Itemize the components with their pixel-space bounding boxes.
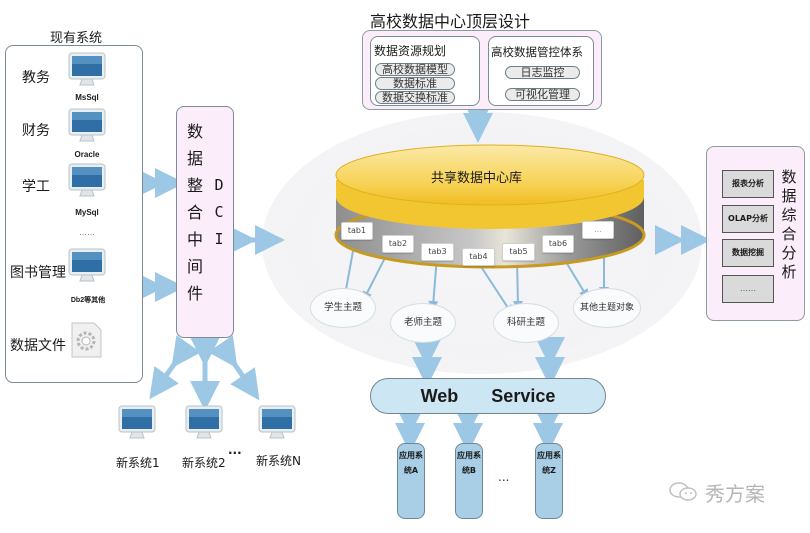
new-systems-ellipsis: ···: [228, 446, 242, 460]
arrow-middleware-new1: [149, 335, 201, 400]
topic-research: 科研主题: [493, 303, 559, 343]
wechat-icon: [668, 480, 700, 508]
analysis-item-mining: 数据挖掘: [722, 239, 774, 267]
web-service-bar: Web Service: [370, 378, 606, 414]
topic-other: 其他主题对象: [573, 288, 641, 328]
system-caption-mysql: MySql: [75, 208, 99, 217]
monitor-icon: [68, 52, 106, 92]
monitor-icon: [258, 405, 296, 445]
app-system-b: 应用系统B: [455, 443, 483, 519]
resource-planning-title: 数据资源规划: [374, 44, 447, 58]
planning-item-data-model: 高校数据模型: [375, 63, 455, 76]
topic-teacher: 老师主题: [390, 303, 456, 343]
db-tab-3: tab3: [421, 243, 454, 261]
planning-item-exchange-standard: 数据交换标准: [375, 91, 455, 104]
app-system-z: 应用系统Z: [535, 443, 563, 519]
top-design-title: 高校数据中心顶层设计: [370, 12, 531, 31]
system-caption-db2: Db2等其他: [70, 297, 106, 304]
gear-file-icon: [70, 322, 102, 362]
system-ellipsis: ……: [79, 228, 95, 237]
data-control-title: 高校数据管控体系: [491, 45, 583, 59]
arrow-middleware-newN: [208, 335, 260, 401]
monitor-icon: [68, 248, 106, 288]
watermark-text: 秀方案: [705, 482, 765, 506]
analysis-item-report: 报表分析: [722, 170, 774, 198]
data-integration-middleware: [176, 106, 234, 338]
analysis-item-more: ……: [722, 275, 774, 303]
control-item-log-monitor: 日志监控: [505, 66, 580, 79]
db-tab-5: tab5: [502, 243, 535, 261]
analysis-item-olap: OLAP分析: [722, 205, 774, 233]
system-label-finance: 财务: [22, 123, 50, 139]
db-tab-4: tab4: [462, 248, 495, 266]
new-system-2: 新系统2: [182, 456, 226, 470]
system-label-data-files: 数据文件: [10, 338, 66, 354]
db-tab-2: tab2: [382, 235, 414, 253]
control-item-visual-management: 可视化管理: [505, 88, 580, 101]
db-tab-more: ...: [582, 221, 614, 239]
db-tab-1: tab1: [341, 222, 373, 240]
system-label-library: 图书管理: [10, 265, 66, 281]
system-caption-mssql: MsSql: [75, 93, 99, 102]
planning-item-data-standard: 数据标准: [375, 77, 455, 90]
topic-student: 学生主题: [310, 288, 376, 328]
new-system-1: 新系统1: [116, 456, 160, 470]
monitor-icon: [118, 405, 156, 445]
monitor-icon: [68, 163, 106, 203]
monitor-icon: [185, 405, 223, 445]
app-system-a: 应用系统A: [397, 443, 425, 519]
middleware-abbr: DCI: [214, 176, 224, 248]
apps-ellipsis: ...: [498, 470, 510, 484]
new-system-n: 新系统N: [256, 454, 301, 468]
middleware-title: 数据整合中间件: [186, 122, 203, 303]
existing-systems-title: 现有系统: [50, 31, 103, 46]
db-tab-6: tab6: [542, 235, 574, 253]
system-label-academic: 教务: [22, 70, 50, 86]
analysis-title: 数据综合分析: [781, 168, 797, 281]
system-caption-oracle: Oracle: [74, 150, 100, 159]
system-label-student-affairs: 学工: [22, 179, 50, 195]
monitor-icon: [68, 108, 106, 148]
database-title: 共享数据中心库: [431, 171, 523, 186]
